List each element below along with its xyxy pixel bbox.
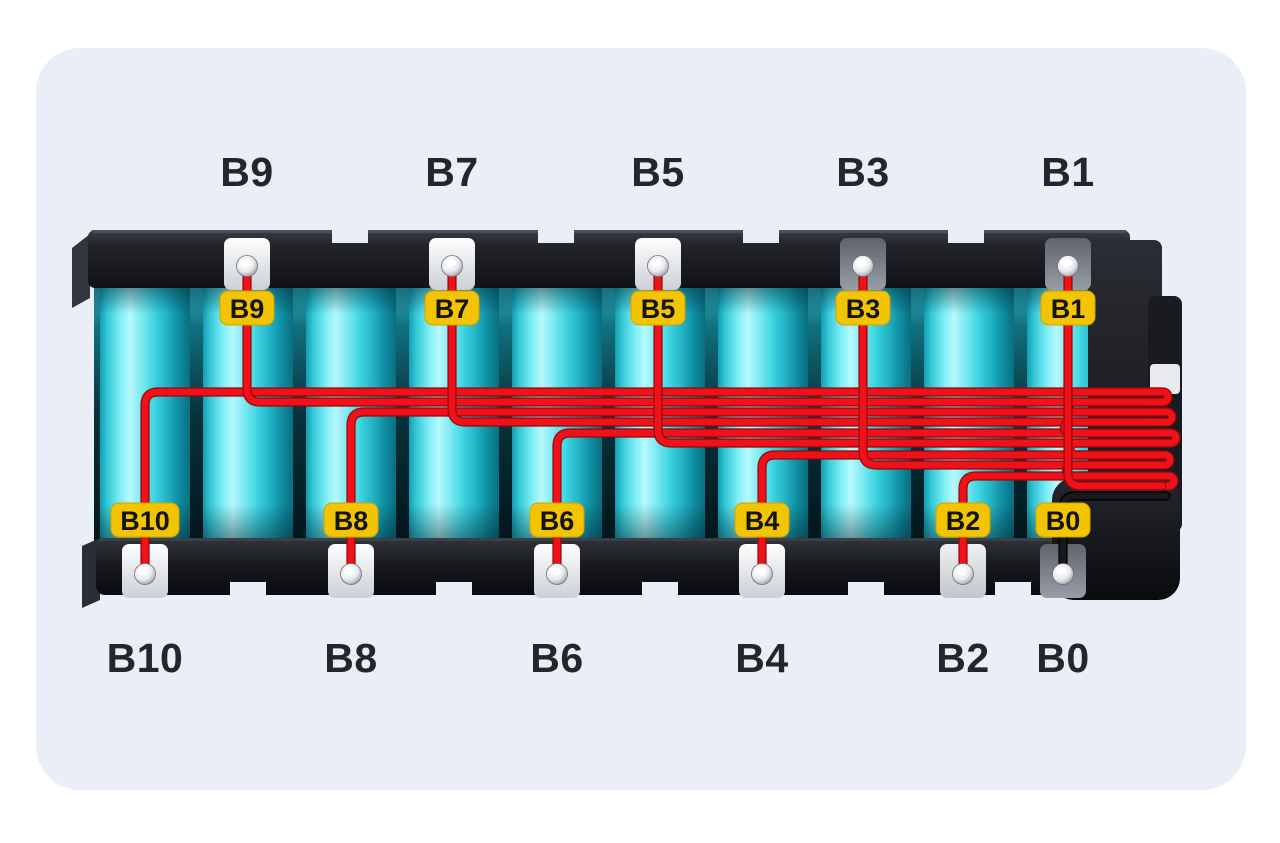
bottom-rail-highlight xyxy=(100,538,1124,541)
wire-tag-B5 xyxy=(630,290,686,326)
bottom-rail-notch-4 xyxy=(848,582,884,595)
wire-tag-label-B8: B8 xyxy=(334,506,369,536)
balance-wire-B1 xyxy=(1064,258,1166,490)
top-label-B3: B3 xyxy=(836,149,889,195)
screw-highlight-B4 xyxy=(755,567,766,575)
bottom-label-B10: B10 xyxy=(107,635,184,681)
bottom-rail-notch-2 xyxy=(436,582,472,595)
wire-tag-B10 xyxy=(110,502,180,538)
wire-tag-B4 xyxy=(734,502,790,538)
top-label-B9: B9 xyxy=(220,149,273,195)
wire-tag-label-B5: B5 xyxy=(641,294,676,324)
wire-tag-B7 xyxy=(424,290,480,326)
balance-wire-B8 xyxy=(347,408,1166,582)
top-rail-notch-2 xyxy=(538,230,574,243)
wire-tag-label-B1: B1 xyxy=(1051,294,1086,324)
bottom-label-B2: B2 xyxy=(936,635,989,681)
wire-tag-B2 xyxy=(935,502,991,538)
balance-wire-B2 xyxy=(959,472,1166,582)
screw-highlight-B10 xyxy=(138,567,149,575)
wire-tag-label-B7: B7 xyxy=(435,294,470,324)
top-rail-highlight xyxy=(92,230,1126,233)
balance-wire-B9 xyxy=(243,258,1166,406)
screw-highlight-B3 xyxy=(856,259,867,267)
bottom-rail-notch-3 xyxy=(642,582,678,595)
screw-highlight-B9 xyxy=(240,259,251,267)
top-rail-left-end xyxy=(72,234,90,308)
wire-tag-label-B10: B10 xyxy=(120,506,170,536)
screw-highlight-B1 xyxy=(1061,259,1072,267)
wire-tag-B8 xyxy=(323,502,379,538)
balance-wire-B6 xyxy=(553,429,1166,582)
bottom-rail-notch-5 xyxy=(995,582,1031,595)
wire-tag-label-B4: B4 xyxy=(745,506,780,536)
cell-2 xyxy=(203,278,293,548)
wire-tag-label-B3: B3 xyxy=(846,294,881,324)
wire-tag-B9 xyxy=(219,290,275,326)
screw-highlight-B7 xyxy=(445,259,456,267)
wire-tag-label-B0: B0 xyxy=(1046,506,1081,536)
wire-tag-B3 xyxy=(835,290,891,326)
wire-tag-B1 xyxy=(1040,290,1096,326)
balance-wire-B3 xyxy=(859,258,1166,469)
screw-highlight-B8 xyxy=(344,567,355,575)
bottom-label-B4: B4 xyxy=(735,635,788,681)
balance-wire-B7 xyxy=(448,258,1166,426)
screw-highlight-B2 xyxy=(956,567,967,575)
wire-coil-outline xyxy=(1059,387,1181,491)
wire-tag-label-B6: B6 xyxy=(540,506,575,536)
wire-tag-label-B2: B2 xyxy=(946,506,981,536)
top-rail-notch-4 xyxy=(948,230,984,243)
wire-tag-B0 xyxy=(1035,502,1091,538)
end-clip xyxy=(1150,364,1180,394)
balance-wire-B5 xyxy=(654,258,1166,447)
screw-highlight-B0 xyxy=(1056,567,1067,575)
balance-wire-B4 xyxy=(758,451,1166,582)
bottom-rail-notch-1 xyxy=(230,582,266,595)
bottom-label-B6: B6 xyxy=(530,635,583,681)
top-label-B1: B1 xyxy=(1041,149,1094,195)
wire-tag-B6 xyxy=(529,502,585,538)
bottom-rail-left-end xyxy=(82,538,100,608)
balance-wire-B10 xyxy=(141,388,1166,582)
screw-highlight-B6 xyxy=(550,567,561,575)
top-label-B5: B5 xyxy=(631,149,684,195)
top-label-B7: B7 xyxy=(425,149,478,195)
bottom-label-B8: B8 xyxy=(324,635,377,681)
top-rail-notch-1 xyxy=(332,230,368,243)
bottom-label-B0: B0 xyxy=(1036,635,1089,681)
top-rail-notch-3 xyxy=(743,230,779,243)
wire-tag-label-B9: B9 xyxy=(230,294,265,324)
screw-highlight-B5 xyxy=(651,259,662,267)
